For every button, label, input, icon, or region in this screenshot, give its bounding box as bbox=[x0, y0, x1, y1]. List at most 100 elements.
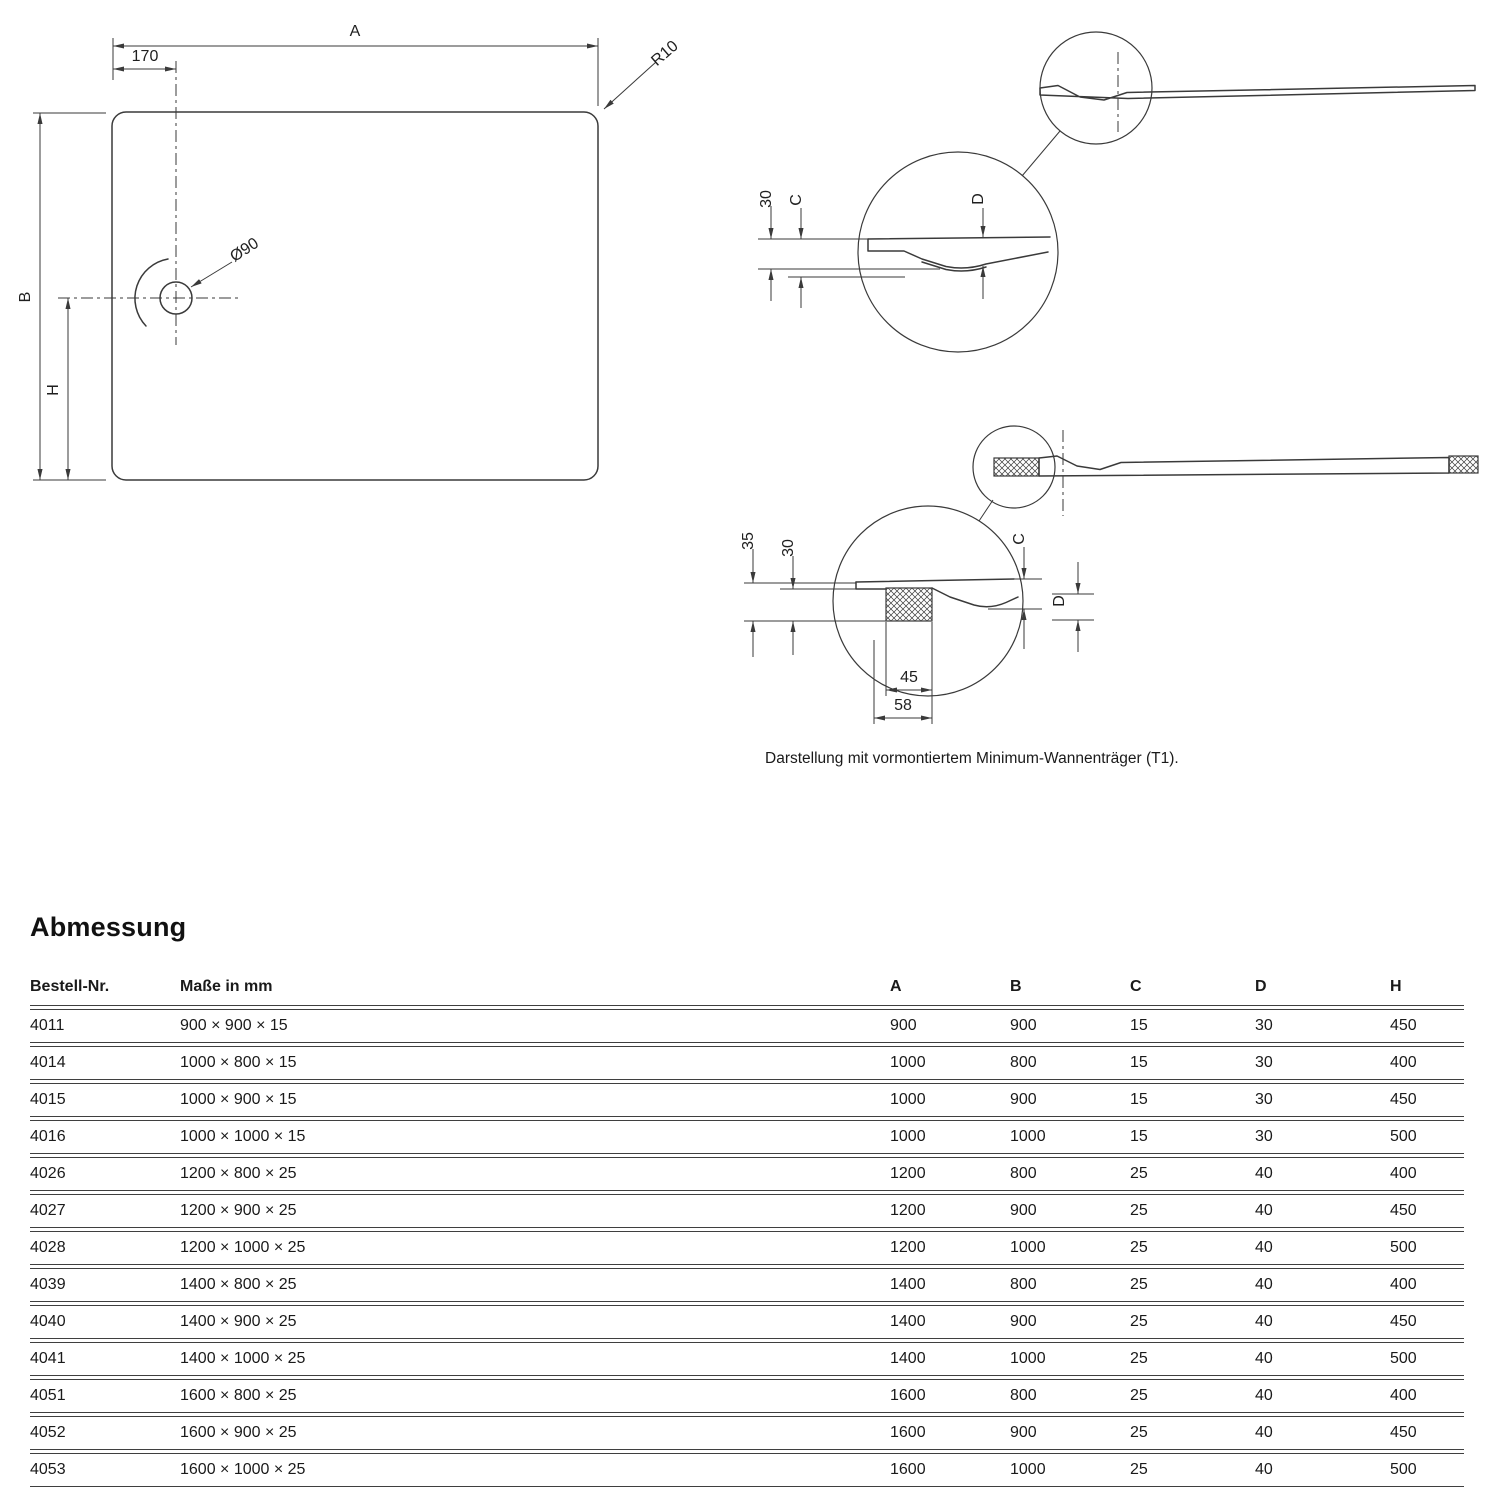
col-header-d: D bbox=[1255, 974, 1390, 1006]
c-cell: 25 bbox=[1130, 1268, 1255, 1302]
dim-depth-b: B bbox=[17, 112, 106, 481]
d-cell: 40 bbox=[1255, 1194, 1390, 1228]
b-cell: 1000 bbox=[1010, 1342, 1130, 1376]
h-cell: 450 bbox=[1390, 1305, 1464, 1339]
dim-label-170: 170 bbox=[132, 48, 159, 65]
order-number-cell: 4016 bbox=[30, 1120, 180, 1154]
dim-c-top: C bbox=[788, 194, 805, 308]
d-cell: 40 bbox=[1255, 1379, 1390, 1413]
order-number-cell: 4040 bbox=[30, 1305, 180, 1339]
h-cell: 500 bbox=[1390, 1120, 1464, 1154]
a-cell: 1600 bbox=[890, 1453, 1010, 1487]
size-cell: 1600 × 900 × 25 bbox=[180, 1416, 890, 1450]
detail-marker-circle bbox=[972, 425, 1056, 509]
dim-c-bottom: C bbox=[1011, 533, 1028, 649]
order-number-cell: 4052 bbox=[30, 1416, 180, 1450]
dim-rim-30: 30 bbox=[758, 190, 775, 301]
b-cell: 800 bbox=[1010, 1379, 1130, 1413]
drain: Ø90 bbox=[134, 235, 262, 327]
order-number-cell: 4039 bbox=[30, 1268, 180, 1302]
size-cell: 1400 × 900 × 25 bbox=[180, 1305, 890, 1339]
a-cell: 1000 bbox=[890, 1046, 1010, 1080]
col-header-h: H bbox=[1390, 974, 1464, 1006]
h-cell: 500 bbox=[1390, 1231, 1464, 1265]
profile-edge bbox=[867, 238, 1049, 269]
size-cell: 1600 × 800 × 25 bbox=[180, 1379, 890, 1413]
drain-recess-arc bbox=[134, 258, 169, 327]
technical-drawing: A 170 R10 Ø90 bbox=[17, 23, 1479, 724]
a-cell: 1400 bbox=[890, 1268, 1010, 1302]
b-cell: 800 bbox=[1010, 1268, 1130, 1302]
dim-rim-30-bottom: 30 bbox=[780, 539, 797, 655]
drawing-caption: Darstellung mit vormontiertem Minimum-Wa… bbox=[765, 750, 1179, 767]
leader-line bbox=[603, 61, 657, 110]
a-cell: 1400 bbox=[890, 1305, 1010, 1339]
dim-drain-offset: 170 bbox=[113, 48, 176, 72]
c-cell: 15 bbox=[1130, 1009, 1255, 1043]
leader-line bbox=[190, 261, 233, 288]
d-cell: 40 bbox=[1255, 1268, 1390, 1302]
b-cell: 900 bbox=[1010, 1083, 1130, 1117]
drain-circle bbox=[159, 281, 193, 315]
size-cell: 900 × 900 × 15 bbox=[180, 1009, 890, 1043]
c-cell: 15 bbox=[1130, 1083, 1255, 1117]
table-header-row: Bestell-Nr. Maße in mm A B C D H bbox=[30, 974, 1464, 1006]
dim-label-d: D bbox=[970, 193, 987, 205]
size-cell: 1200 × 900 × 25 bbox=[180, 1194, 890, 1228]
detail-zoom-circle bbox=[832, 505, 1024, 697]
order-number-cell: 4051 bbox=[30, 1379, 180, 1413]
dimensions-section: Abmessung Bestell-Nr. Maße in mm A B C D bbox=[30, 912, 1464, 1490]
dim-label-a: A bbox=[350, 23, 361, 40]
c-cell: 15 bbox=[1130, 1120, 1255, 1154]
dim-width-a: A bbox=[112, 23, 599, 106]
dim-label-c: C bbox=[1011, 533, 1028, 545]
b-cell: 900 bbox=[1010, 1194, 1130, 1228]
detail-zoom-circle bbox=[857, 151, 1059, 353]
c-cell: 25 bbox=[1130, 1157, 1255, 1191]
dim-label-35: 35 bbox=[740, 532, 757, 550]
size-cell: 1000 × 800 × 15 bbox=[180, 1046, 890, 1080]
order-number-cell: 4011 bbox=[30, 1009, 180, 1043]
dim-d-bottom: D bbox=[1051, 562, 1081, 652]
h-cell: 450 bbox=[1390, 1194, 1464, 1228]
section-view-bottom: 35 30 C D bbox=[740, 425, 1479, 724]
support-right bbox=[1448, 455, 1479, 474]
dim-height-h: H bbox=[45, 298, 71, 480]
d-cell: 40 bbox=[1255, 1342, 1390, 1376]
size-cell: 1000 × 900 × 15 bbox=[180, 1083, 890, 1117]
d-cell: 40 bbox=[1255, 1305, 1390, 1339]
b-cell: 900 bbox=[1010, 1009, 1130, 1043]
b-cell: 1000 bbox=[1010, 1231, 1130, 1265]
detail-leader-line bbox=[1021, 130, 1061, 177]
b-cell: 900 bbox=[1010, 1416, 1130, 1450]
h-cell: 450 bbox=[1390, 1009, 1464, 1043]
d-cell: 30 bbox=[1255, 1046, 1390, 1080]
detail-marker-circle bbox=[1039, 31, 1153, 145]
a-cell: 1000 bbox=[890, 1083, 1010, 1117]
a-cell: 900 bbox=[890, 1009, 1010, 1043]
support-block-detail bbox=[885, 587, 933, 622]
a-cell: 1400 bbox=[890, 1342, 1010, 1376]
h-cell: 400 bbox=[1390, 1157, 1464, 1191]
dim-label-30: 30 bbox=[758, 190, 775, 208]
dim-label-h: H bbox=[45, 384, 62, 396]
c-cell: 25 bbox=[1130, 1194, 1255, 1228]
dim-label-b: B bbox=[17, 292, 34, 303]
b-cell: 800 bbox=[1010, 1157, 1130, 1191]
col-header-a: A bbox=[890, 974, 1010, 1006]
detail-leader-line bbox=[978, 499, 994, 522]
d-cell: 30 bbox=[1255, 1083, 1390, 1117]
col-header-b: B bbox=[1010, 974, 1130, 1006]
size-cell: 1400 × 1000 × 25 bbox=[180, 1342, 890, 1376]
c-cell: 25 bbox=[1130, 1416, 1255, 1450]
